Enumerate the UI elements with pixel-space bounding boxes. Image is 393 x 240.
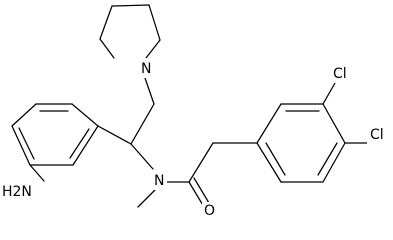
bond [256,103,282,144]
bond [11,103,37,127]
atom-label-background [151,170,167,190]
bond [11,125,31,166]
bond [256,142,282,183]
atom-chloro-lower: Cl [367,124,389,144]
atom-label-background [138,58,154,78]
atom-label-background [0,181,34,201]
dichlorophenyl-ring [256,103,346,183]
bond [99,38,115,59]
bond [145,39,161,59]
molecule-structure-diagram: N N O Cl Cl H2N [0,4,389,217]
atom-label-amine: H2N [2,184,32,200]
bond [322,103,346,144]
atom-label-background [367,124,389,144]
bond [130,103,155,145]
bond [148,4,161,41]
bond [69,128,90,159]
pyrrolidine-ring [99,4,161,59]
bond [144,77,155,105]
bond [71,103,99,127]
bond [322,142,346,183]
bond [322,82,336,105]
atom-label-chloro-upper: Cl [333,66,347,82]
bond [317,142,338,176]
bond [137,189,156,208]
bond [29,164,45,182]
atom-label-chloro-lower: Cl [370,127,384,143]
atom-label-background [330,63,352,83]
atom-chloro-upper: Cl [330,63,352,83]
atom-label-amide-o: O [204,203,215,217]
bond [130,143,154,170]
aminophenyl-ring [11,103,99,166]
bond [18,127,35,160]
atom-amide-o: O [202,202,218,217]
atom-amine: H2N [0,181,34,201]
atom-label-background [202,202,218,217]
bond [97,125,132,145]
bond [265,142,286,176]
atom-pyrrolidine-n: N [138,58,154,78]
atom-label-amide-n: N [154,173,164,189]
atom-amide-n: N [151,170,167,190]
bond [188,181,205,208]
bond [72,125,99,166]
bond [99,5,113,40]
atom-label-pyrrolidine-n: N [141,61,151,77]
bond [188,142,214,183]
bond [193,177,210,204]
bond [111,4,150,7]
